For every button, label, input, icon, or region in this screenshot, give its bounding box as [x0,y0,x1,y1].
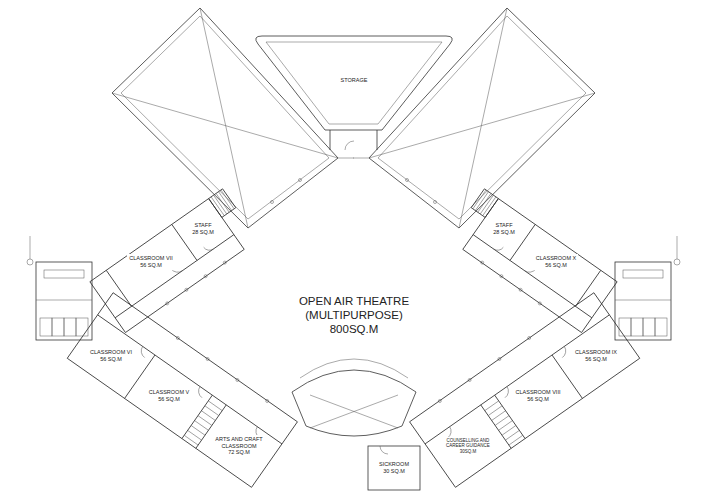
room-name: CLASSROOM VII [129,255,172,262]
room-area: 56 SQ.M [536,262,576,269]
room-label: STAFF28 SQ.M [491,221,517,236]
room-label: CLASSROOM IX56 SQ.M [573,348,619,363]
room-area: 30 SQ.M [379,468,409,475]
room-label: ARTS AND CRAFT CLASSROOM72 SQ.M [212,435,266,457]
room-area: 30SQ.M [445,449,491,454]
room-name: SICKROOM [379,461,409,468]
stage-diagonal [310,395,398,428]
storage-wall [377,130,378,150]
room-name: CLASSROOM IX [575,349,617,356]
left-half-plan [27,8,354,487]
room-area: 28 SQ.M [493,229,515,236]
sickroom-wall [368,446,420,490]
room-area: 56 SQ.M [90,356,132,363]
storage-inner-line [266,42,442,124]
room-name: COUNSELLING AND CAREER GUIDANCE [445,438,491,449]
room-name: OPEN AIR THEATRE (MULTIPURPOSE) [290,295,418,323]
right-half-plan [353,8,680,487]
storage-wall [330,130,331,150]
room-name: STAFF [493,222,515,229]
room-label: SICKROOM30 SQ.M [377,460,411,475]
room-area: 56 SQ.M [129,262,172,269]
room-name: CLASSROOM VI [90,349,132,356]
room-name: ARTS AND CRAFT CLASSROOM [214,436,264,449]
room-area: 56 SQ.M [516,396,561,403]
room-name: CLASSROOM V [149,389,189,396]
room-label: STAFF28 SQ.M [190,221,216,236]
room-name: CLASSROOM X [536,255,576,262]
room-name: STORAGE [341,77,368,84]
door-swing [380,446,388,454]
room-label: CLASSROOM X56 SQ.M [534,254,578,269]
room-label: CLASSROOM V56 SQ.M [147,388,191,403]
room-label: STORAGE [339,76,370,85]
room-label: CLASSROOM VII56 SQ.M [127,254,174,269]
room-area: 56 SQ.M [149,396,189,403]
stage-arc [300,359,408,378]
room-name: STAFF [192,222,214,229]
room-label: COUNSELLING AND CAREER GUIDANCE30SQ.M [443,437,493,455]
open-area-label: OPEN AIR THEATRE (MULTIPURPOSE)800SQ.M [288,294,420,337]
room-area: 72 SQ.M [214,449,264,456]
room-label: CLASSROOM VIII56 SQ.M [514,388,563,403]
room-area: 56 SQ.M [575,356,617,363]
room-name: CLASSROOM VIII [516,389,561,396]
stage-diagonal [310,395,398,428]
room-area: 28 SQ.M [192,229,214,236]
door-swing [345,141,354,150]
storage-outline [256,36,453,130]
stage-outline [292,370,416,436]
room-label: CLASSROOM VI56 SQ.M [88,348,134,363]
room-area: 800SQ.M [290,323,418,337]
